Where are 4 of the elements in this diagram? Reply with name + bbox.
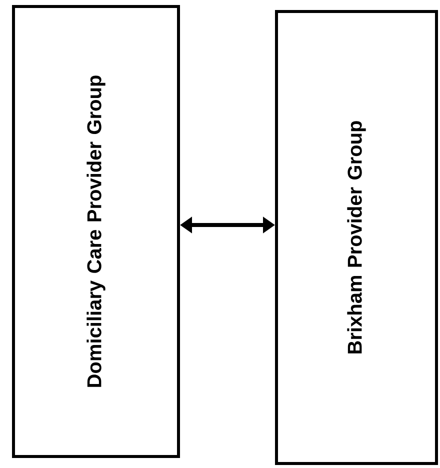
box-label: Domiciliary Care Provider Group: [86, 76, 106, 387]
box: [275, 10, 438, 465]
box-label: Brixham Provider Group: [347, 121, 366, 354]
box: [12, 5, 180, 458]
